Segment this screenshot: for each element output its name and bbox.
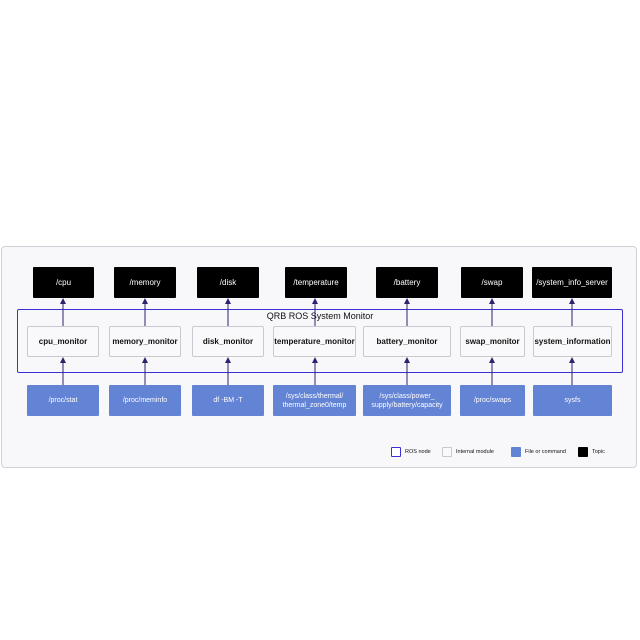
topic-battery: /battery [376, 267, 438, 298]
topic-swap: /swap [461, 267, 523, 298]
legend-internal-module: Internal module [442, 446, 494, 458]
legend-file-label: File or command [525, 449, 566, 455]
legend-topic: Topic [578, 446, 605, 458]
module-disk-monitor: disk_monitor [192, 326, 264, 357]
source-proc-swaps: /proc/swaps [460, 385, 525, 416]
legend-ros-swatch [391, 447, 401, 457]
legend-file-swatch [511, 447, 521, 457]
legend-topic-label: Topic [592, 449, 605, 455]
legend-ros-label: ROS node [405, 449, 431, 455]
source-proc-stat: /proc/stat [27, 385, 99, 416]
module-battery-monitor: battery_monitor [363, 326, 451, 357]
legend-topic-swatch [578, 447, 588, 457]
source-thermal-zone: /sys/class/thermal/thermal_zone0/temp [273, 385, 356, 416]
source-sysfs: sysfs [533, 385, 612, 416]
source-df-command: df -BM -T [192, 385, 264, 416]
ros-node-frame [17, 309, 623, 373]
source-proc-meminfo: /proc/meminfo [109, 385, 181, 416]
module-system-information: system_information [533, 326, 612, 357]
topic-disk: /disk [197, 267, 259, 298]
legend-ros-node: ROS node [391, 446, 431, 458]
module-cpu-monitor: cpu_monitor [27, 326, 99, 357]
legend-file-command: File or command [511, 446, 566, 458]
module-memory-monitor: memory_monitor [109, 326, 181, 357]
ros-node-title: QRB ROS System Monitor [266, 311, 374, 321]
topic-memory: /memory [114, 267, 176, 298]
topic-temperature: /temperature [285, 267, 347, 298]
legend-module-swatch [442, 447, 452, 457]
module-swap-monitor: swap_monitor [460, 326, 525, 357]
legend-module-label: Internal module [456, 449, 494, 455]
topic-cpu: /cpu [33, 267, 94, 298]
topic-system-info-server: /system_info_server [532, 267, 612, 298]
module-temperature-monitor: temperature_monitor [273, 326, 356, 357]
source-battery-capacity: /sys/class/power_supply/battery/capacity [363, 385, 451, 416]
